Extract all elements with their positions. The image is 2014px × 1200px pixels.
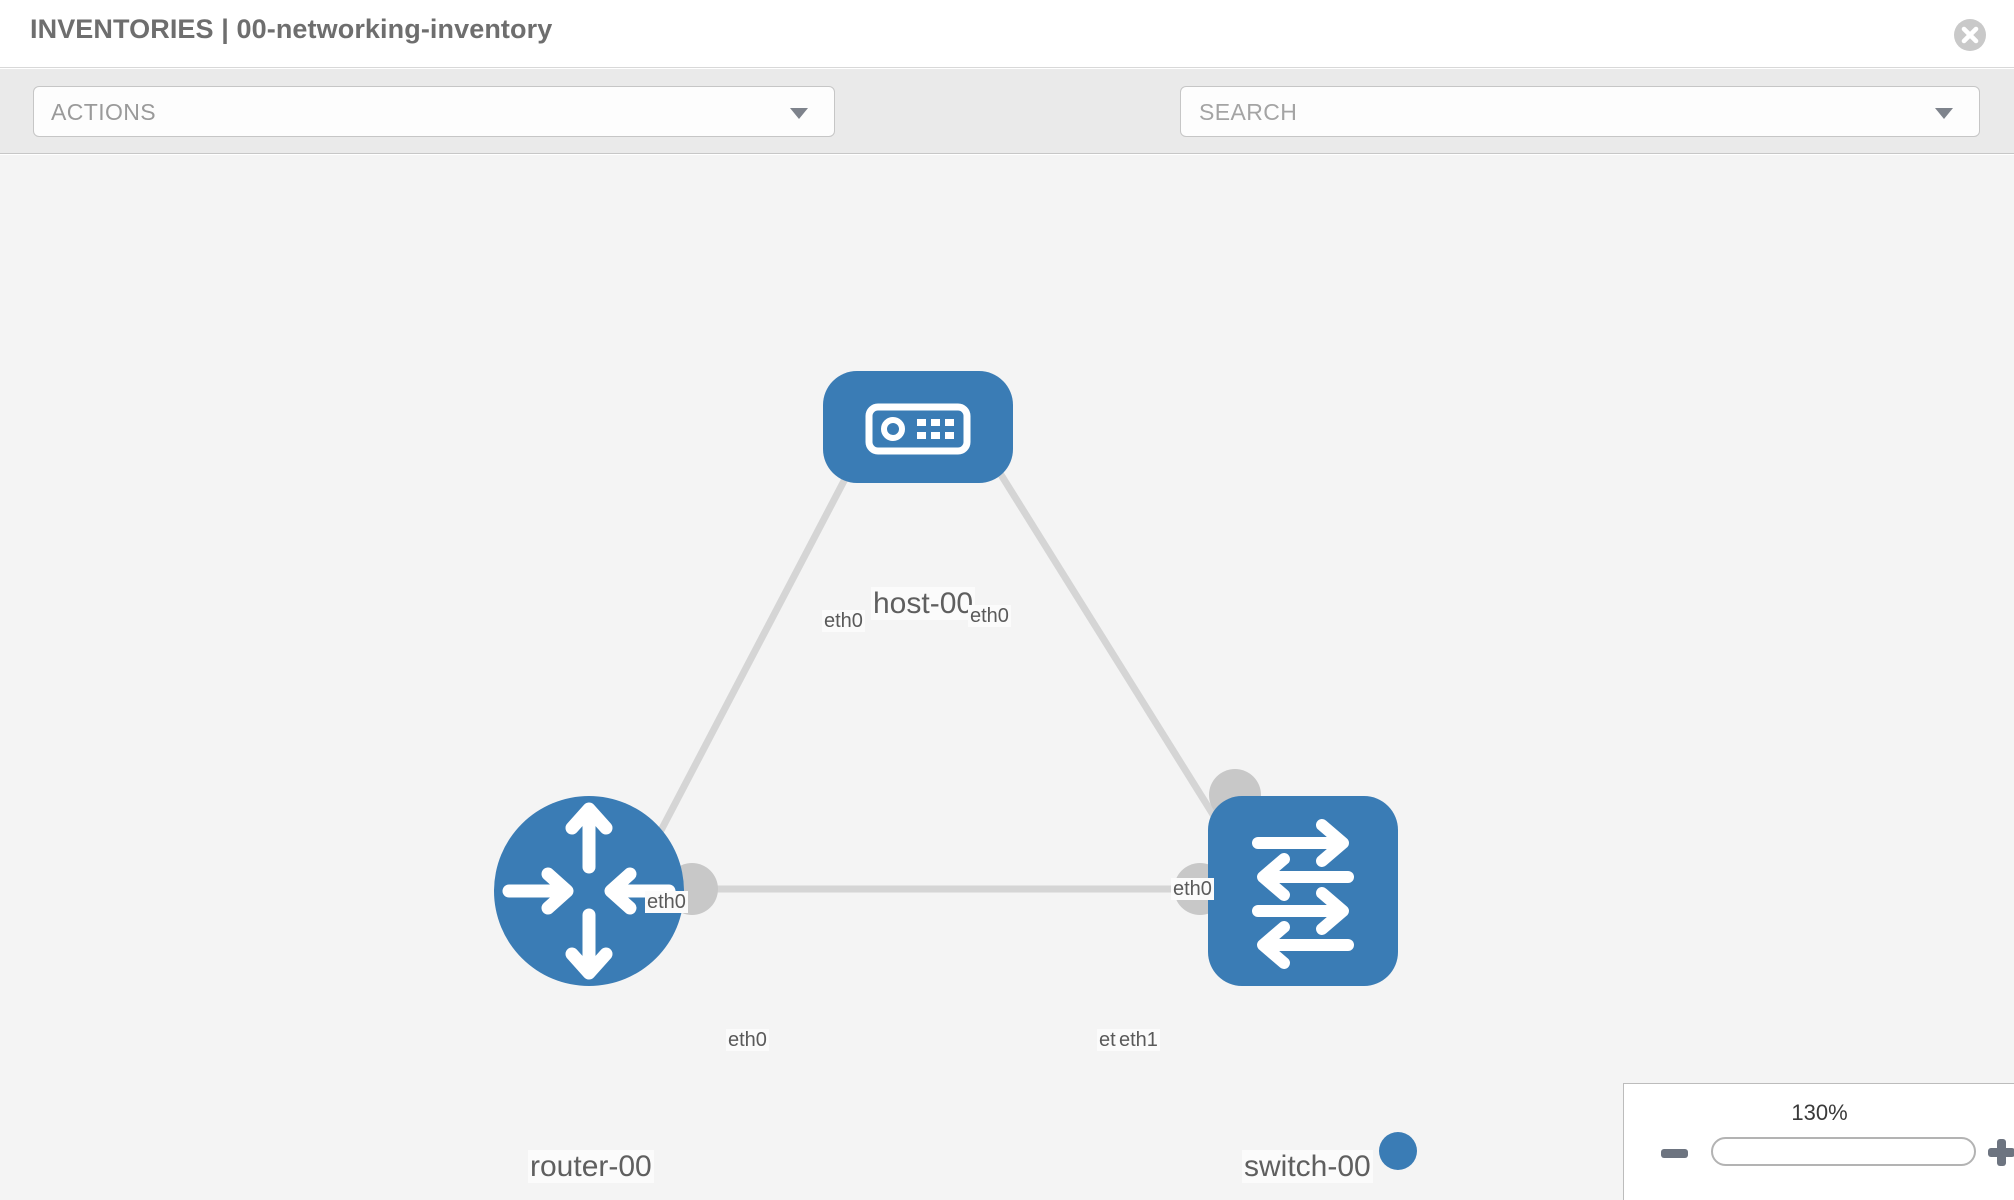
node-label-host-00: host-00: [871, 587, 976, 620]
zoom-slider-track[interactable]: [1711, 1137, 1976, 1166]
actions-dropdown[interactable]: ACTIONS: [33, 86, 835, 137]
close-icon[interactable]: [1953, 18, 1987, 52]
toolbar: ACTIONS SEARCH: [0, 69, 2014, 197]
iface-label-switch-left-b: eth1: [1117, 1029, 1160, 1051]
chevron-down-icon[interactable]: [1935, 108, 1953, 119]
node-host-00[interactable]: [823, 371, 1013, 483]
topology-graph: [494, 371, 1398, 986]
zoom-out-button[interactable]: [1661, 1149, 1688, 1158]
topology-canvas[interactable]: host-00 eth0 eth0 eth0 eth0 eth0 eth eth…: [0, 155, 2014, 1200]
iface-label-router-up: eth0: [645, 891, 688, 913]
zoom-slider-thumb[interactable]: [1379, 1132, 1417, 1170]
node-label-router-00: router-00: [528, 1150, 654, 1183]
iface-label-host-left: eth0: [822, 610, 865, 632]
iface-label-host-right: eth0: [968, 605, 1011, 627]
node-switch-00[interactable]: [1208, 796, 1398, 986]
iface-label-router-right: eth0: [726, 1029, 769, 1051]
page-title: INVENTORIES | 00-networking-inventory: [30, 14, 553, 44]
page-header: INVENTORIES | 00-networking-inventory: [0, 0, 2014, 68]
search-placeholder: SEARCH: [1199, 99, 1298, 125]
actions-dropdown-label: ACTIONS: [51, 99, 157, 125]
zoom-in-button[interactable]: [1982, 1132, 2014, 1172]
search-input[interactable]: SEARCH: [1180, 86, 1980, 137]
zoom-level-value: 130%: [1791, 1100, 1848, 1125]
node-label-switch-00: switch-00: [1242, 1150, 1373, 1183]
node-router-00[interactable]: [494, 796, 684, 986]
iface-label-switch-up: eth0: [1171, 878, 1214, 900]
zoom-control-panel: 130%: [1623, 1083, 2014, 1200]
chevron-down-icon: [790, 108, 808, 119]
